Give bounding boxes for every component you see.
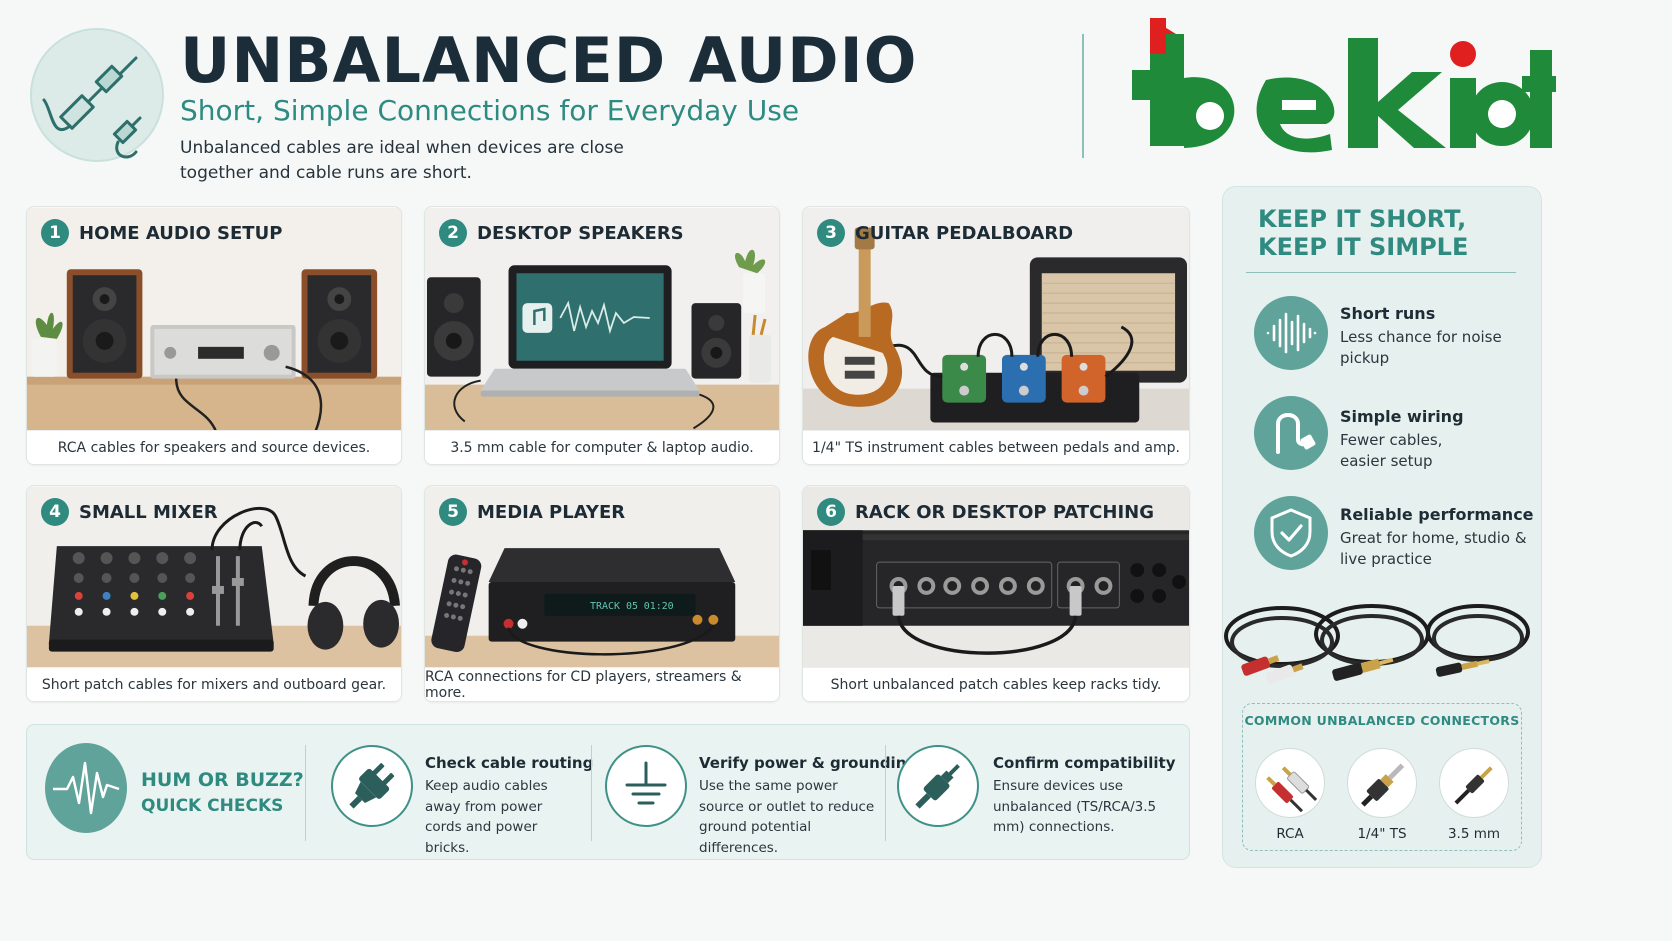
card-caption: Short patch cables for mixers and outboa… [27, 667, 401, 701]
jack-icon [897, 745, 979, 827]
step-number: 5 [439, 498, 467, 526]
rca-connector-icon [1255, 748, 1325, 818]
benefit-title: Simple wiring [1340, 407, 1464, 426]
step-number: 2 [439, 219, 467, 247]
benefit-desc: Fewer cables, easier setup [1340, 431, 1443, 470]
card-title: DESKTOP SPEAKERS [477, 222, 684, 244]
card-header: 2 DESKTOP SPEAKERS [439, 219, 684, 247]
sidebar-divider [1246, 272, 1516, 273]
benefit-title: Short runs [1340, 304, 1436, 323]
card-small-mixer: 4 SMALL MIXER Short patch cables for mix… [26, 485, 402, 702]
divider [591, 745, 592, 841]
checks-title-line2: QUICK CHECKS [141, 796, 284, 816]
page-intro: Unbalanced cables are ideal when devices… [180, 138, 624, 183]
media-player-illustration: TRACK 05 01:20 [425, 486, 779, 669]
brand-logo [1126, 16, 1556, 166]
display-track: TRACK 05 [590, 601, 638, 612]
connectors-box [1242, 703, 1522, 851]
hero-cable-icon [30, 28, 164, 162]
connector-label: 1/4" TS [1357, 826, 1407, 842]
card-header: 6 RACK OR DESKTOP PATCHING [817, 498, 1154, 526]
shield-check-icon [1254, 496, 1328, 570]
connector-label: RCA [1276, 826, 1304, 842]
card-caption: Short unbalanced patch cables keep racks… [803, 667, 1189, 701]
small-mixer-illustration [27, 486, 401, 669]
connector-label: 3.5 mm [1447, 826, 1501, 842]
card-home-audio-setup: 1 HOME AUDIO SETUP RCA cables for spe [26, 206, 402, 465]
card-caption: RCA connections for CD players, streamer… [425, 667, 779, 701]
check-title: Verify power & grounding [699, 754, 918, 772]
sidebar-title: KEEP IT SHORT, KEEP IT SIMPLE [1258, 205, 1518, 261]
card-header: 3 GUITAR PEDALBOARD [817, 219, 1073, 247]
benefit-desc: Less chance for noise pickup [1340, 328, 1502, 367]
card-title: SMALL MIXER [79, 501, 218, 523]
ts-connector-icon [1347, 748, 1417, 818]
sidebar-title-line2: KEEP IT SIMPLE [1258, 233, 1469, 261]
check-compatibility: Confirm compatibility Ensure devices use… [897, 725, 1187, 861]
check-desc: Use the same power source or outlet to r… [699, 778, 875, 856]
ground-icon [605, 745, 687, 827]
card-header: 5 MEDIA PLAYER [439, 498, 625, 526]
header-divider [1082, 34, 1084, 158]
mini-jack-connector-icon [1439, 748, 1509, 818]
guitar-pedalboard-illustration [803, 207, 1189, 432]
card-title: MEDIA PLAYER [477, 501, 626, 523]
divider [885, 745, 886, 841]
card-title: GUITAR PEDALBOARD [855, 222, 1074, 244]
check-power-grounding: Verify power & grounding Use the same po… [603, 725, 917, 861]
page-title: UNBALANCED AUDIO [180, 24, 918, 97]
sidebar-title-line1: KEEP IT SHORT, [1258, 205, 1467, 233]
benefit-desc: Great for home, studio & live practice [1340, 529, 1527, 568]
step-number: 1 [41, 219, 69, 247]
waveform-icon [1254, 296, 1328, 370]
card-desktop-speakers: 2 DESKTOP SPEAKERS 3.5 mm cable for comp… [424, 206, 780, 465]
card-caption: RCA cables for speakers and source devic… [27, 430, 401, 464]
waveform-alert-icon [45, 743, 127, 833]
step-number: 6 [817, 498, 845, 526]
check-title: Check cable routing [425, 754, 594, 772]
card-media-player: 5 MEDIA PLAYER TRACK 05 01:20 RCA connec… [424, 485, 780, 702]
check-cable-routing: Check cable routing Keep audio cables aw… [329, 725, 593, 861]
card-caption: 1/4" TS instrument cables between pedals… [803, 430, 1189, 464]
check-desc: Keep audio cables away from power cords … [425, 778, 548, 856]
card-guitar-pedalboard: 3 GUITAR PEDALBOARD 1/4" TS instrument c… [802, 206, 1190, 465]
home-audio-illustration [27, 207, 401, 432]
desktop-speakers-illustration [425, 207, 779, 432]
step-number: 3 [817, 219, 845, 247]
card-caption: 3.5 mm cable for computer & laptop audio… [425, 430, 779, 464]
card-title: RACK OR DESKTOP PATCHING [855, 501, 1154, 523]
check-desc: Ensure devices use unbalanced (TS/RCA/3.… [993, 778, 1157, 835]
card-title: HOME AUDIO SETUP [79, 222, 283, 244]
cables-illustration [1224, 604, 1530, 684]
card-header: 4 SMALL MIXER [41, 498, 218, 526]
check-title: Confirm compatibility [993, 754, 1176, 772]
step-number: 4 [41, 498, 69, 526]
benefit-title: Reliable performance [1340, 505, 1534, 524]
checks-title: HUM OR BUZZ? QUICK CHECKS [141, 767, 304, 819]
divider [305, 745, 306, 841]
page-subtitle: Short, Simple Connections for Everyday U… [180, 94, 800, 127]
card-header: 1 HOME AUDIO SETUP [41, 219, 282, 247]
plug-icon [331, 745, 413, 827]
cable-icon [1254, 396, 1328, 470]
quick-checks-bar: HUM OR BUZZ? QUICK CHECKS Check cable ro… [26, 724, 1190, 860]
card-rack-patching: 6 RACK OR DESKTOP PATCHING Short unbalan… [802, 485, 1190, 702]
checks-title-line1: HUM OR BUZZ? [141, 769, 304, 791]
rack-patching-illustration [803, 486, 1189, 669]
speaker-left [66, 269, 143, 379]
connectors-title: COMMON UNBALANCED CONNECTORS [1244, 713, 1520, 728]
display-time: 01:20 [644, 601, 674, 612]
